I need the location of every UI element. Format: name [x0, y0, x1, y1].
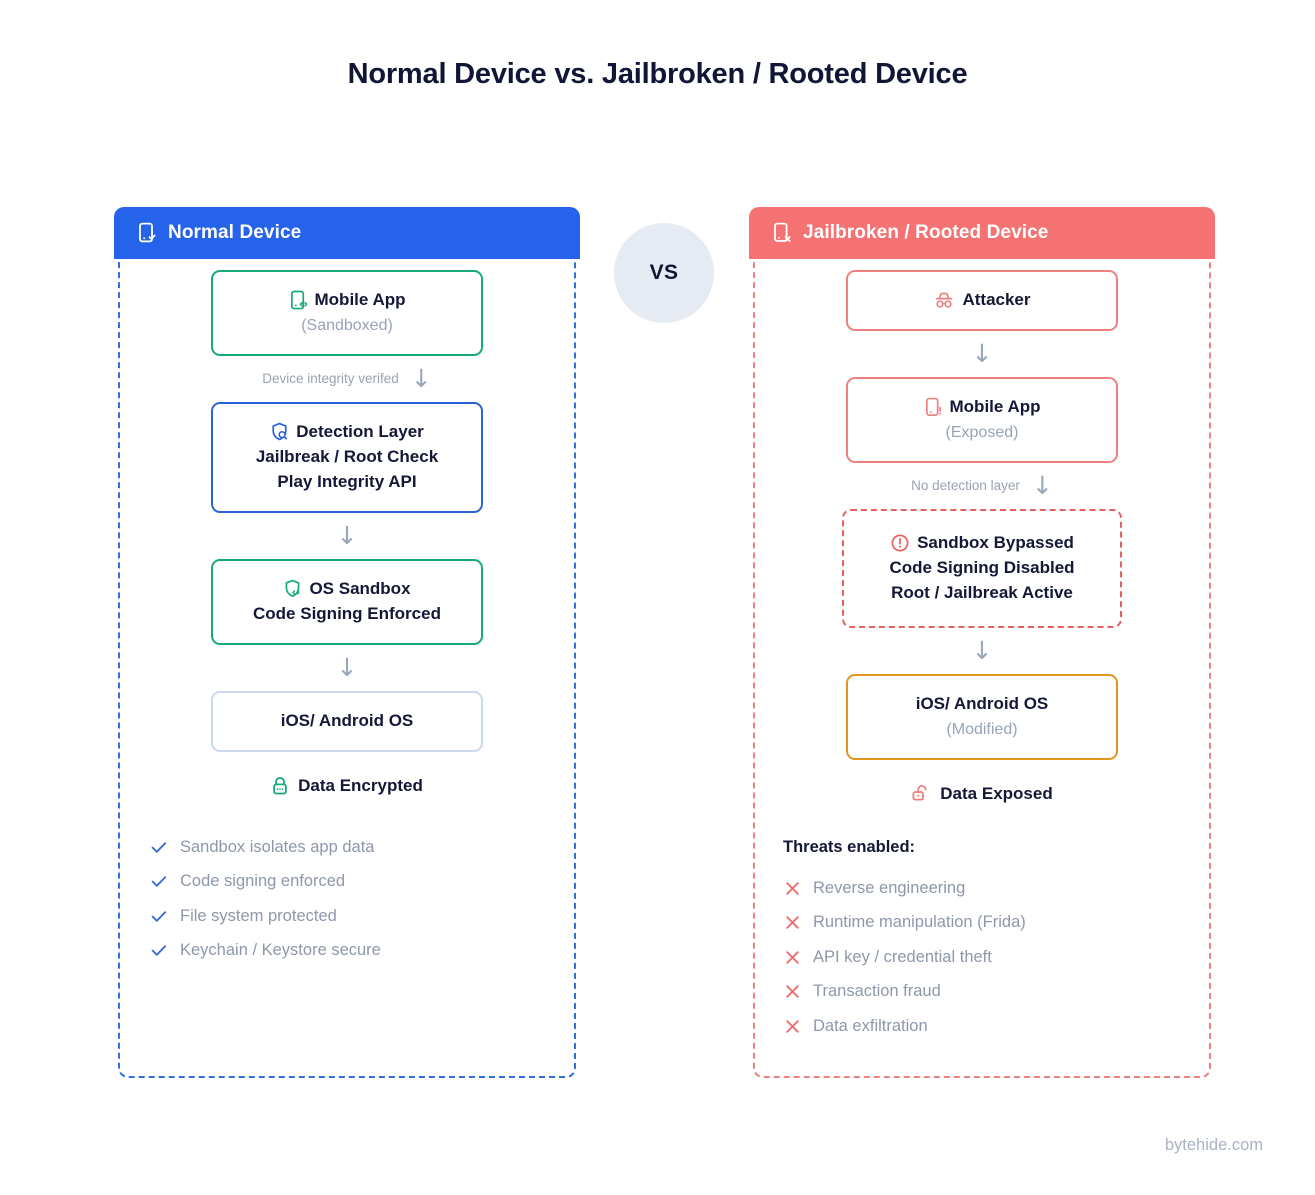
threats-heading: Threats enabled:	[783, 837, 916, 856]
jailbroken-step-2-title: Mobile App	[949, 396, 1041, 416]
phone-check-icon	[137, 222, 157, 244]
jailbroken-step-attacker[interactable]: Attacker	[846, 270, 1118, 331]
normal-step-os[interactable]: iOS/ Android OS	[211, 690, 483, 752]
normal-device-panel: Mobile App (Sandboxed) Device integrity …	[114, 207, 580, 1078]
jailbroken-connector-3: ↓	[755, 628, 1209, 674]
threat-label: Reverse engineering	[813, 878, 966, 897]
checklist-label: Sandbox isolates app data	[180, 837, 375, 856]
normal-step-mobile-app[interactable]: Mobile App (Sandboxed)	[211, 270, 483, 356]
vs-label: VS	[649, 261, 679, 284]
normal-step-2-line2: Jailbreak / Root Check	[255, 446, 439, 466]
jailbroken-connector-1: ↓	[755, 331, 1209, 377]
normal-connector-2: ↓	[120, 513, 574, 559]
normal-status-label: Data Encrypted	[298, 775, 423, 795]
check-icon	[150, 875, 168, 888]
jailbroken-connector-2: No detection layer ↓	[755, 463, 1209, 509]
cross-icon	[783, 950, 801, 965]
jailbroken-step-4-title: iOS/ Android OS	[915, 693, 1049, 713]
jailbroken-device-panel-body: Attacker ↓	[753, 238, 1211, 1078]
normal-step-2-title: Detection Layer	[296, 421, 424, 441]
arrow-down-icon: ↓	[410, 364, 432, 394]
check-icon	[150, 910, 168, 923]
normal-step-3-line2: Code Signing Enforced	[253, 603, 441, 623]
lock-closed-icon	[271, 776, 289, 796]
jailbroken-step-4-subtitle: (Modified)	[946, 720, 1018, 738]
list-item: API key / credential theft	[783, 940, 1209, 975]
threat-label: Runtime manipulation (Frida)	[813, 913, 1026, 932]
list-item: Transaction fraud	[783, 974, 1209, 1009]
normal-step-2-line3: Play Integrity API	[277, 471, 417, 491]
normal-step-4-title: iOS/ Android OS	[280, 710, 414, 730]
jailbroken-device-header: Jailbroken / Rooted Device	[749, 207, 1215, 259]
jailbroken-status-label: Data Exposed	[940, 783, 1053, 803]
arrow-down-icon: ↓	[336, 653, 358, 683]
list-item: Runtime manipulation (Frida)	[783, 905, 1209, 940]
incognito-icon	[933, 291, 955, 309]
normal-checklist: Sandbox isolates app data Code signing e…	[120, 830, 574, 968]
normal-device-panel-body: Mobile App (Sandboxed) Device integrity …	[118, 238, 576, 1078]
watermark: bytehide.com	[1164, 1136, 1263, 1154]
cross-icon	[783, 984, 801, 999]
normal-step-3-title: OS Sandbox	[309, 578, 411, 598]
jailbroken-threats-block: Threats enabled: Reverse engineering Run…	[755, 838, 1209, 1044]
list-item: Data exfiltration	[783, 1009, 1209, 1044]
normal-device-header: Normal Device	[114, 207, 580, 259]
jailbroken-step-sandbox-bypassed[interactable]: Sandbox Bypassed Code Signing Disabled R…	[842, 508, 1122, 628]
shield-search-icon	[270, 422, 289, 442]
page-title: Normal Device vs. Jailbroken / Rooted De…	[347, 58, 968, 90]
jailbroken-step-mobile-app[interactable]: Mobile App (Exposed)	[846, 376, 1118, 463]
threat-label: Transaction fraud	[813, 982, 941, 1001]
arrow-down-icon: ↓	[1031, 471, 1053, 501]
list-item: File system protected	[150, 899, 574, 934]
threat-label: Data exfiltration	[813, 1016, 928, 1035]
jailbroken-status-data-exposed: Data Exposed	[755, 784, 1209, 804]
jailbroken-step-2-subtitle: (Exposed)	[945, 423, 1019, 441]
jailbroken-step-3-line2: Code Signing Disabled	[889, 557, 1075, 577]
checklist-label: Keychain / Keystore secure	[180, 941, 381, 960]
normal-status-data-encrypted: Data Encrypted	[120, 776, 574, 796]
cross-icon	[783, 881, 801, 896]
jailbroken-step-3-line3: Root / Jailbreak Active	[891, 582, 1073, 602]
phone-alert-icon	[924, 397, 943, 418]
normal-device-header-label: Normal Device	[168, 222, 302, 243]
list-item: Sandbox isolates app data	[150, 830, 574, 865]
list-item: Keychain / Keystore secure	[150, 933, 574, 968]
checklist-label: File system protected	[180, 906, 337, 925]
normal-step-os-sandbox[interactable]: OS Sandbox Code Signing Enforced	[211, 558, 483, 645]
list-item: Code signing enforced	[150, 864, 574, 899]
checklist-label: Code signing enforced	[180, 872, 346, 891]
phone-code-icon	[289, 290, 308, 311]
jailbroken-connector-2-label: No detection layer	[911, 478, 1020, 494]
check-icon	[150, 944, 168, 957]
normal-step-detection-layer[interactable]: Detection Layer Jailbreak / Root Check P…	[211, 401, 483, 513]
normal-step-1-title: Mobile App	[314, 290, 406, 309]
normal-connector-3: ↓	[120, 645, 574, 691]
normal-step-1-subtitle: (Sandboxed)	[301, 316, 393, 334]
jailbroken-step-1-title: Attacker	[962, 290, 1031, 309]
lock-open-icon	[911, 784, 931, 804]
arrow-down-icon: ↓	[971, 339, 993, 369]
check-icon	[150, 841, 168, 854]
normal-connector-1-label: Device integrity verifed	[262, 371, 399, 387]
vs-badge: VS	[614, 223, 714, 323]
jailbroken-device-panel: Attacker ↓	[749, 207, 1215, 1078]
jailbroken-device-header-label: Jailbroken / Rooted Device	[803, 222, 1049, 243]
phone-x-icon	[772, 222, 792, 244]
arrow-down-icon: ↓	[336, 521, 358, 551]
jailbroken-step-os[interactable]: iOS/ Android OS (Modified)	[846, 673, 1118, 760]
jailbroken-step-3-title: Sandbox Bypassed	[917, 532, 1074, 552]
cross-icon	[783, 915, 801, 930]
threat-label: API key / credential theft	[813, 947, 992, 966]
shield-code-icon	[283, 579, 302, 599]
alert-circle-icon	[890, 533, 910, 553]
normal-connector-1: Device integrity verifed ↓	[120, 356, 574, 402]
arrow-down-icon: ↓	[971, 636, 993, 666]
cross-icon	[783, 1019, 801, 1034]
list-item: Reverse engineering	[783, 871, 1209, 906]
